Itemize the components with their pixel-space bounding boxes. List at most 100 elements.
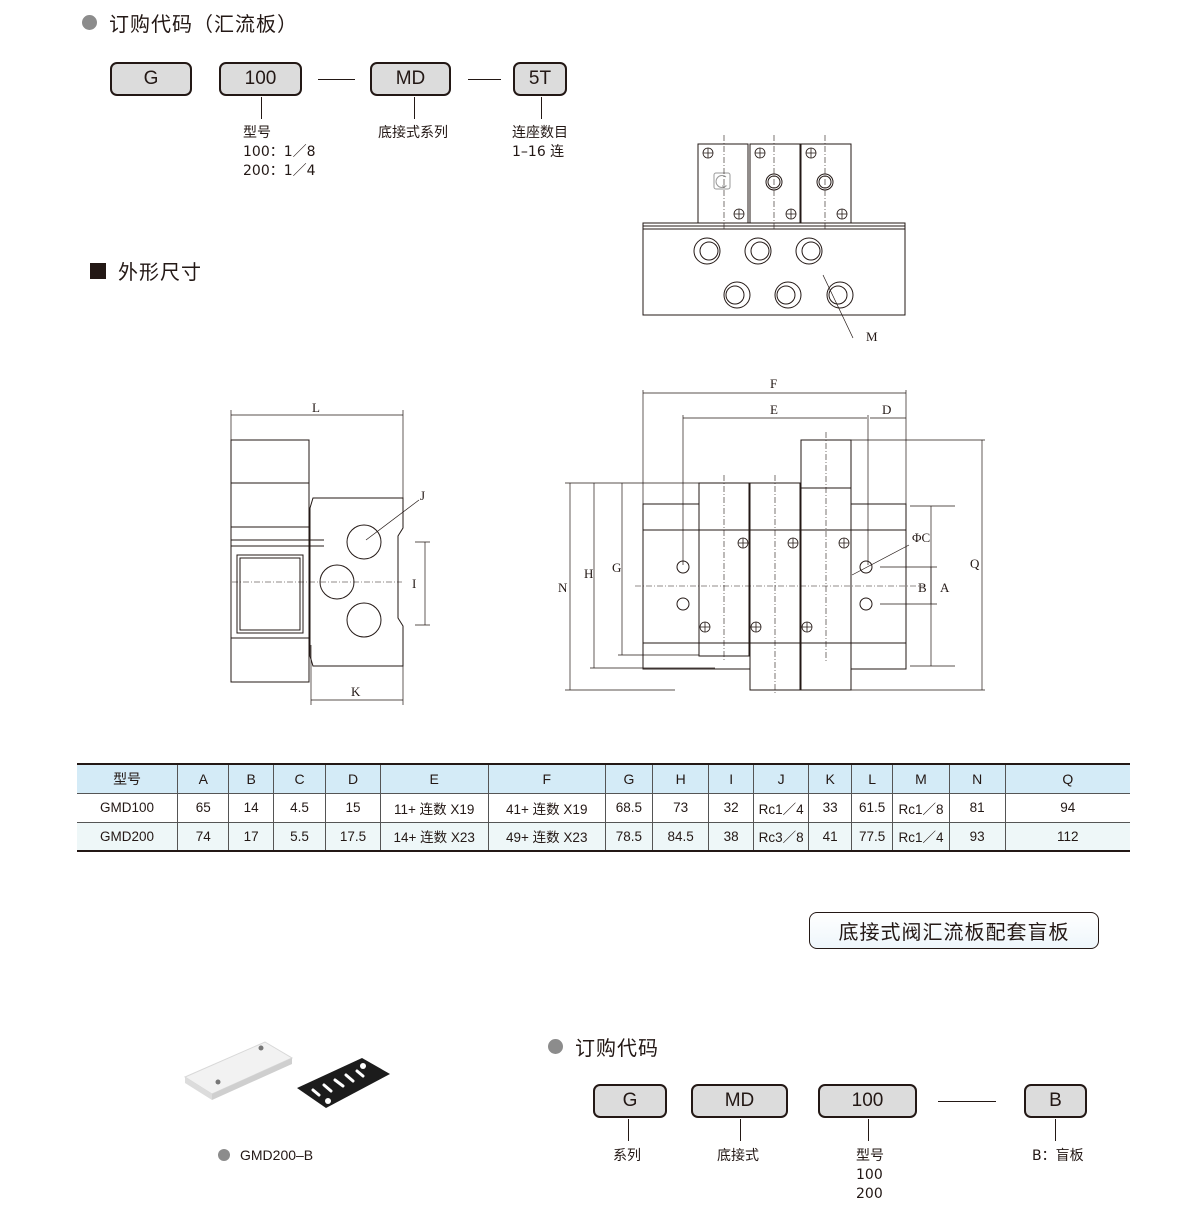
leader-j: [365, 499, 420, 541]
bullet-dot-icon: [218, 1149, 230, 1161]
dimension-lines: [565, 390, 985, 691]
model-option: 200：1／4: [243, 163, 316, 179]
value-cell: 74: [177, 822, 230, 851]
blank-code-box-model: 100: [818, 1084, 917, 1118]
side-view-drawing: L J I K: [230, 400, 430, 705]
blank-order-heading: 订购代码: [548, 1032, 659, 1061]
port-j: [346, 524, 382, 560]
value-cell: Rc1／4: [892, 822, 950, 851]
value-cell: 5.5: [272, 822, 327, 851]
dim-label-d: D: [882, 402, 891, 417]
table-header-cell: H: [651, 764, 710, 793]
value-cell: 73: [651, 793, 710, 822]
dim-label-q: Q: [970, 556, 980, 571]
model-label: 型号 100：1／8 200：1／4: [243, 124, 316, 181]
table-header-cell: 型号: [77, 764, 179, 793]
dim-line-l: [230, 410, 404, 500]
value-cell: 17: [228, 822, 274, 851]
blank-code-box-blank: B: [1024, 1084, 1087, 1118]
stations-label-title: 连座数目: [512, 125, 568, 141]
leader-line: [541, 97, 542, 119]
table-header-cell: G: [604, 764, 653, 793]
blank-series-label: 系列: [613, 1148, 641, 1164]
value-cell: 68.5: [604, 793, 653, 822]
value-cell: 14: [228, 793, 274, 822]
leader-line: [740, 1119, 741, 1141]
connector-line: [468, 79, 501, 80]
leader-line: [868, 1119, 869, 1141]
value-cell: 112: [1004, 822, 1130, 851]
dim-label-n: N: [558, 580, 568, 595]
rubber-gasket: [297, 1058, 390, 1108]
table-header-cell: F: [487, 764, 606, 793]
value-cell: 61.5: [850, 793, 894, 822]
model-cell: GMD200: [77, 822, 179, 851]
dimensions-heading: 外形尺寸: [90, 256, 202, 285]
value-cell: 38: [708, 822, 754, 851]
table-header-cell: B: [228, 764, 274, 793]
dim-line-k: [310, 645, 404, 705]
table-header-cell: I: [708, 764, 754, 793]
table-header-cell: A: [177, 764, 230, 793]
blank-code-box-type: MD: [691, 1084, 788, 1118]
dimensions-title: 外形尺寸: [118, 260, 202, 284]
dim-label-m: M: [866, 329, 878, 344]
manifold-side: [309, 497, 404, 667]
bolt: [231, 539, 324, 547]
valve-side-divisions: [231, 482, 309, 639]
coil-cover-inner: [239, 557, 301, 631]
series-label: 底接式系列: [378, 125, 448, 141]
dim-label-i: I: [412, 576, 416, 591]
connector-line: [938, 1101, 996, 1102]
g-logo-icon: [713, 172, 731, 190]
blank-code-box-series: G: [593, 1084, 667, 1118]
blank-type-label: 底接式: [717, 1148, 759, 1164]
code-box-stations: 5T: [513, 62, 567, 96]
dim-label-h: H: [584, 566, 593, 581]
screw-icons: [702, 147, 848, 220]
product-caption-text: GMD200–B: [240, 1147, 314, 1163]
value-cell: 93: [948, 822, 1006, 851]
value-cell: Rc1／4: [752, 793, 810, 822]
code-box-model: 100: [219, 62, 302, 96]
base-edge: [643, 225, 905, 230]
manifold-base: [642, 222, 906, 316]
blank-model-option: 100: [856, 1167, 883, 1183]
centerlines: [723, 135, 826, 230]
valve-centerlines: [723, 432, 827, 695]
dim-label-a: A: [940, 580, 950, 595]
product-caption: GMD200–B: [218, 1147, 313, 1163]
dim-label-phic: ΦC: [912, 530, 930, 545]
table-header-cell: J: [752, 764, 810, 793]
dim-label-e: E: [770, 402, 778, 417]
mounting-holes: [676, 560, 873, 611]
dim-label-j: J: [420, 488, 425, 503]
value-cell: 78.5: [604, 822, 653, 851]
table-header-cell: K: [808, 764, 852, 793]
connector-line: [318, 79, 355, 80]
dim-label-b: B: [918, 580, 927, 595]
value-cell: 4.5: [272, 793, 327, 822]
dim-label-g: G: [612, 560, 621, 575]
leader-phic: [851, 544, 910, 576]
model-cell: GMD100: [77, 793, 179, 822]
order-code-title: 订购代码（汇流板）: [109, 12, 298, 36]
value-cell: 94: [1004, 793, 1130, 822]
dim-label-f: F: [770, 376, 777, 391]
table-header-cell: L: [850, 764, 894, 793]
stations-range: 1–16 连: [512, 144, 565, 160]
dim-label-l: L: [312, 400, 320, 415]
table-header-cell: E: [379, 764, 489, 793]
port-lower: [346, 602, 382, 638]
code-box-type: MD: [370, 62, 451, 96]
value-cell: 77.5: [850, 822, 894, 851]
bullet-square-icon: [90, 262, 106, 279]
aluminum-blank-plate: [183, 1041, 294, 1100]
leader-line: [628, 1119, 629, 1141]
value-cell: 15: [325, 793, 381, 822]
table-header-cell: Q: [1004, 764, 1130, 793]
model-label-title: 型号: [243, 125, 271, 141]
